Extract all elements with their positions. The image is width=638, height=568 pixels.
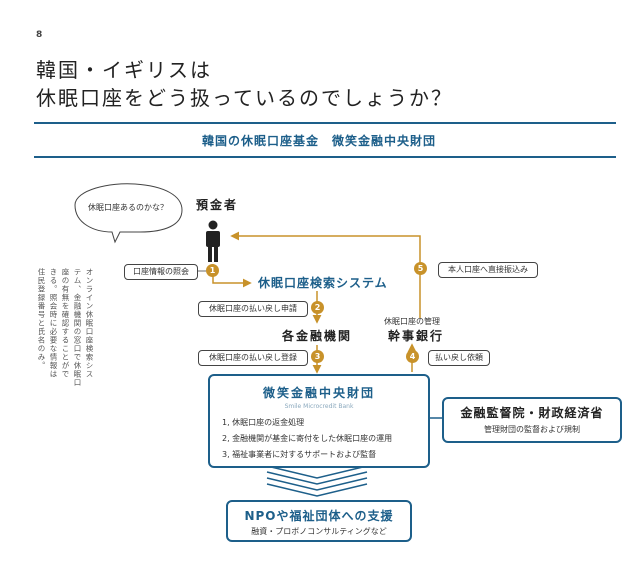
arrow-step5 (230, 231, 421, 318)
divider-top (34, 122, 616, 124)
foundation-name-en: Smile Microcredit Bank (284, 403, 354, 410)
financial-institutions-label: 各金融機関 (282, 329, 353, 343)
arrow-step1 (212, 264, 252, 288)
foundation-item-3: 3, 福祉事業者に対するサポートおよび監督 (222, 450, 377, 459)
step5-label: 本人口座へ直接振込み (438, 262, 538, 278)
foundation-item-2: 2, 金融機関が基金に寄付をした休眠口座の運用 (222, 434, 393, 443)
step3-label: 休眠口座の払い戻し登録 (198, 350, 308, 366)
managing-bank-caption: 休眠口座の管理 (384, 317, 440, 326)
step1-number: 1 (206, 264, 219, 277)
band-title: 韓国の休眠口座基金 微笑金融中央財団 (201, 134, 436, 148)
side-note-col-3: 座の有無を確認することがで (61, 268, 70, 379)
regulator-box: 金融監督院・財政経済省 管理財団の監督および規制 (442, 397, 622, 443)
search-system-label: 休眠口座検索システム (258, 276, 388, 290)
step4-label: 払い戻し依頼 (428, 350, 490, 366)
step3-number: 3 (311, 350, 324, 363)
step5-number: 5 (414, 262, 427, 275)
side-note-col-4: きる。照会時に必要な情報は (49, 268, 58, 379)
page-number: 8 (36, 30, 43, 40)
person-icon (206, 220, 220, 262)
step4-number: 4 (406, 350, 419, 363)
npo-title: NPOや福祉団体への支援 (244, 509, 394, 523)
step2-label: 休眠口座の払い戻し申請 (198, 301, 308, 317)
speech-bubble-shape (74, 183, 183, 244)
side-note-col-5: 住民登録番号と氏名のみ。 (37, 268, 46, 370)
npo-box: NPOや福祉団体への支援 融資・プロボノコンサルティングなど (226, 500, 412, 542)
foundation-box: 微笑金融中央財団 Smile Microcredit Bank 1, 休眠口座の… (208, 374, 430, 468)
side-note-col-2: テム、金融機関の窓口で休眠口 (73, 268, 82, 387)
depositor-label: 預金者 (196, 198, 239, 212)
page-title-line-2: 休眠口座をどう扱っているのでしょうか？ (36, 86, 453, 110)
regulator-sub: 管理財団の監督および規制 (484, 425, 580, 434)
npo-sub: 融資・プロボノコンサルティングなど (251, 527, 387, 536)
step2-number: 2 (311, 301, 324, 314)
managing-bank-label: 幹事銀行 (388, 329, 445, 343)
page-title-line-1: 韓国・イギリスは (36, 58, 212, 82)
divider-bottom (34, 156, 616, 158)
speech-bubble-text: 休眠口座あるのかな？ (88, 203, 168, 212)
foundation-name: 微笑金融中央財団 (262, 386, 375, 400)
step1-label: 口座情報の照会 (124, 264, 198, 280)
regulator-name: 金融監督院・財政経済省 (460, 406, 604, 420)
foundation-item-1: 1, 休眠口座の返金処理 (222, 418, 305, 427)
chevron-down-icon (266, 465, 368, 497)
side-note-col-1: オンライン休眠口座検索シス (85, 268, 94, 379)
